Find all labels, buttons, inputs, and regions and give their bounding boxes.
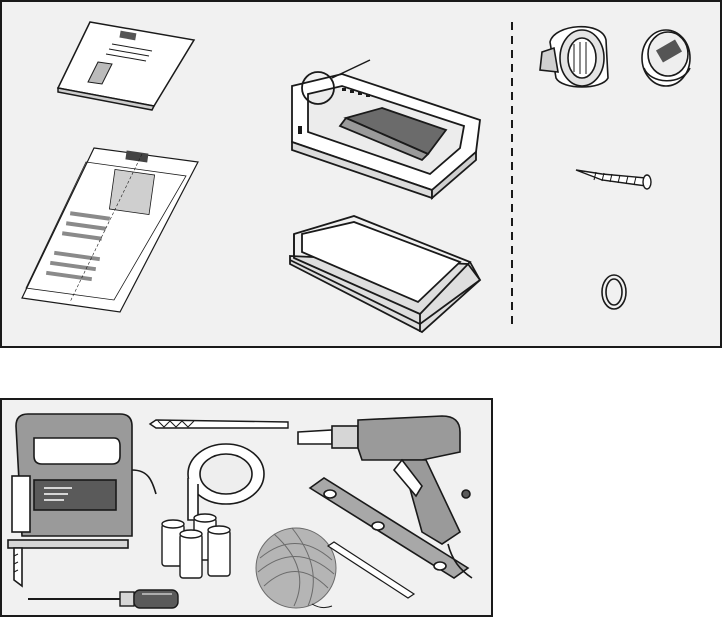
user-manual-booklet — [58, 22, 194, 110]
jigsaw — [8, 414, 156, 586]
cutting-template-sheet — [22, 148, 198, 312]
battery-cap — [642, 30, 690, 86]
kit-contents-illustration — [2, 2, 720, 346]
twine-ball — [256, 528, 336, 608]
tools-illustration — [2, 400, 491, 615]
o-ring — [602, 275, 626, 309]
tools-required-panel — [0, 398, 493, 617]
pencil — [328, 542, 414, 598]
kit-contents-panel — [0, 0, 722, 348]
tape-roll — [188, 444, 264, 520]
screw-cover-cap — [540, 27, 608, 87]
screw — [576, 170, 651, 189]
outer-frame — [290, 216, 480, 332]
screwdriver — [28, 590, 178, 608]
batteries — [162, 514, 230, 578]
drill-bit — [150, 420, 288, 428]
door-frame-with-tunnel — [292, 60, 480, 198]
